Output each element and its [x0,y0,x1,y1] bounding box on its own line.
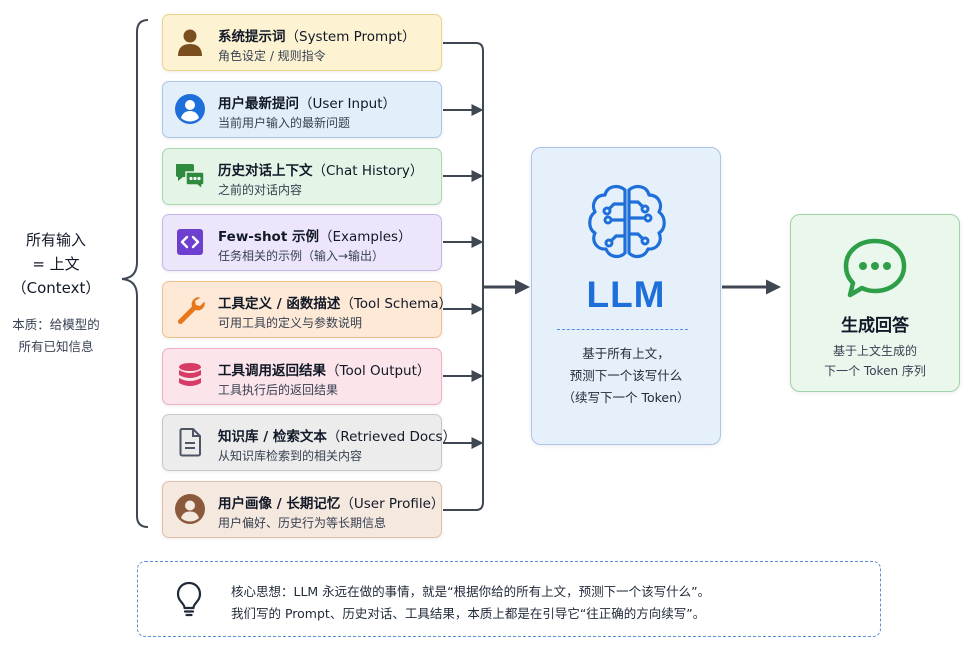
output-desc: 基于上文生成的 下一个 Token 序列 [791,341,959,381]
lightbulb-icon [176,581,202,617]
chat-bubbles-icon [176,164,205,191]
card-desc: 之前的对话内容 [218,183,303,197]
card-title-en: （User Input） [299,96,397,112]
card-title: Few-shot 示例（Examples） [218,225,435,245]
output-desc-line: 基于上文生成的 [832,344,917,358]
context-brace [121,19,149,528]
output-title: 生成回答 [841,316,909,336]
card-desc: 用户偏好、历史行为等长期信息 [218,516,387,530]
input-card-system-prompt: 系统提示词（System Prompt） 角色设定 / 规则指令 [162,14,442,71]
context-title-line: 所有输入 [25,231,86,249]
core-idea-line: 我们写的 Prompt、历史对话、工具结果，本质上都是在引导它“往正确的方向续写… [231,606,706,621]
chat-icon [843,238,907,298]
llm-desc-line: 基于所有上文， [582,346,670,361]
card-title-zh: 工具调用返回结果 [218,363,326,379]
card-title-en: （User Profile） [340,496,445,512]
card-title: 用户最新提问（User Input） [218,92,435,112]
card-desc: 从知识库检索到的相关内容 [218,449,363,463]
card-title-en: （Chat History） [312,163,424,179]
database-icon [179,363,201,386]
card-title-zh: 知识库 / 检索文本 [218,429,327,445]
context-title: 所有输入 = 上文 （Context） [0,228,112,300]
card-title: 系统提示词（System Prompt） [218,25,435,45]
context-title-line: （Context） [11,279,101,297]
input-bus [443,42,484,511]
card-title-zh: Few-shot 示例 [218,229,319,245]
card-desc: 可用工具的定义与参数说明 [218,316,363,330]
card-title-en: （Tool Schema） [340,296,453,312]
user-circle-icon [175,94,205,124]
card-desc: 当前用户输入的最新问题 [218,116,351,130]
llm-desc-line: （续写下一个 Token） [562,390,690,405]
card-desc: 角色设定 / 规则指令 [218,49,326,63]
context-title-line: = 上文 [32,255,80,273]
card-title: 历史对话上下文（Chat History） [218,159,435,179]
input-card-user-profile: 用户画像 / 长期记忆（User Profile） 用户偏好、历史行为等长期信息 [162,481,444,538]
llm-divider [557,329,688,330]
card-title-en: （Examples） [318,229,412,245]
core-idea-line: 核心思想：LLM 永远在做的事情，就是“根据你给的所有上文，预测下一个该写什么”… [231,584,711,599]
card-title-en: （System Prompt） [285,29,416,45]
document-icon [179,428,201,457]
card-title-zh: 历史对话上下文 [218,163,313,179]
wrench-icon [178,297,205,324]
context-subtitle: 本质：给模型的 所有已知信息 [0,314,112,358]
person-icon [178,29,202,56]
input-card-tool-output: 工具调用返回结果（Tool Output） 工具执行后的返回结果 [162,348,442,405]
card-title-zh: 用户画像 / 长期记忆 [218,496,341,512]
input-card-examples: Few-shot 示例（Examples） 任务相关的示例（输入→输出） [162,214,442,271]
input-card-user-input: 用户最新提问（User Input） 当前用户输入的最新问题 [162,81,442,138]
llm-title: LLM [586,274,666,315]
card-title-zh: 工具定义 / 函数描述 [218,296,341,312]
context-subtitle-line: 本质：给模型的 [12,317,100,332]
card-title: 用户画像 / 长期记忆（User Profile） [218,492,444,512]
input-card-tool-schema: 工具定义 / 函数描述（Tool Schema） 可用工具的定义与参数说明 [162,281,452,338]
card-desc: 任务相关的示例（输入→输出） [218,249,385,263]
context-subtitle-line: 所有已知信息 [18,339,94,354]
card-title-en: （Retrieved Docs） [326,429,457,445]
llm-box: LLM 基于所有上文， 预测下一个该写什么 （续写下一个 Token） [531,147,721,445]
card-title: 知识库 / 检索文本（Retrieved Docs） [218,425,456,445]
output-box: 生成回答 基于上文生成的 下一个 Token 序列 [790,214,960,392]
card-title: 工具调用返回结果（Tool Output） [218,359,435,379]
card-desc: 工具执行后的返回结果 [218,383,339,397]
card-title-zh: 用户最新提问 [218,96,299,112]
brain-icon [588,184,666,259]
output-desc-line: 下一个 Token 序列 [824,364,926,378]
profile-icon [175,494,205,524]
llm-desc: 基于所有上文， 预测下一个该写什么 （续写下一个 Token） [532,343,720,409]
card-title: 工具定义 / 函数描述（Tool Schema） [218,292,452,312]
input-card-chat-history: 历史对话上下文（Chat History） 之前的对话内容 [162,148,442,205]
llm-desc-line: 预测下一个该写什么 [569,368,683,383]
code-icon [177,229,203,255]
input-card-retrieved-docs: 知识库 / 检索文本（Retrieved Docs） 从知识库检索到的相关内容 [162,414,456,471]
card-title-en: （Tool Output） [326,363,431,379]
core-idea-note: 核心思想：LLM 永远在做的事情，就是“根据你给的所有上文，预测下一个该写什么”… [137,561,881,637]
card-title-zh: 系统提示词 [218,29,286,45]
